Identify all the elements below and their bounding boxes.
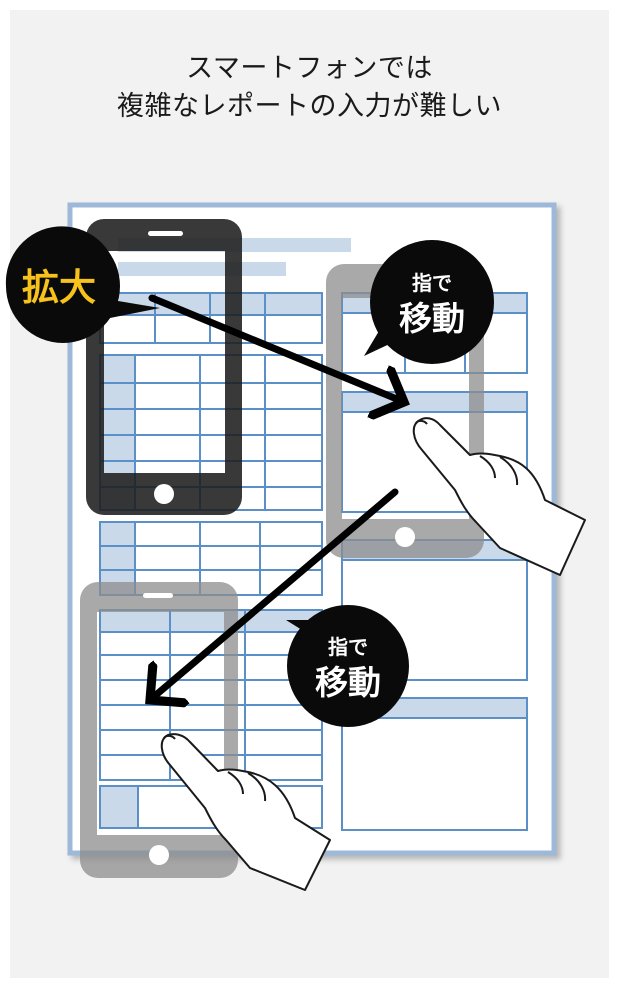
move-badge-bottom: 指で 移動 xyxy=(286,605,409,727)
hand-pointer-top-icon xyxy=(412,417,586,576)
hand-pointer-bottom-icon xyxy=(160,733,331,891)
move-badge-bottom-big: 移動 xyxy=(315,663,381,702)
form-table-left-lower xyxy=(99,609,323,829)
move-badge-top: 指で 移動 xyxy=(364,240,494,364)
subtitle-bar xyxy=(118,262,286,276)
headline-line-2: 複雑なレポートの入力が難しい xyxy=(117,91,502,122)
arrow-right-to-left xyxy=(150,488,399,700)
zoom-badge: 拡大 xyxy=(5,226,160,343)
move-badge-top-big: 移動 xyxy=(399,299,465,338)
move-badge-bottom-small: 指で xyxy=(328,635,368,659)
move-badge-top-small: 指で xyxy=(412,271,452,295)
headline-line-1: スマートフォンでは xyxy=(186,53,433,84)
arrow-zoom-to-right xyxy=(148,294,404,402)
smartphone-gray-left xyxy=(80,582,238,878)
zoom-label: 拡大 xyxy=(22,266,96,309)
